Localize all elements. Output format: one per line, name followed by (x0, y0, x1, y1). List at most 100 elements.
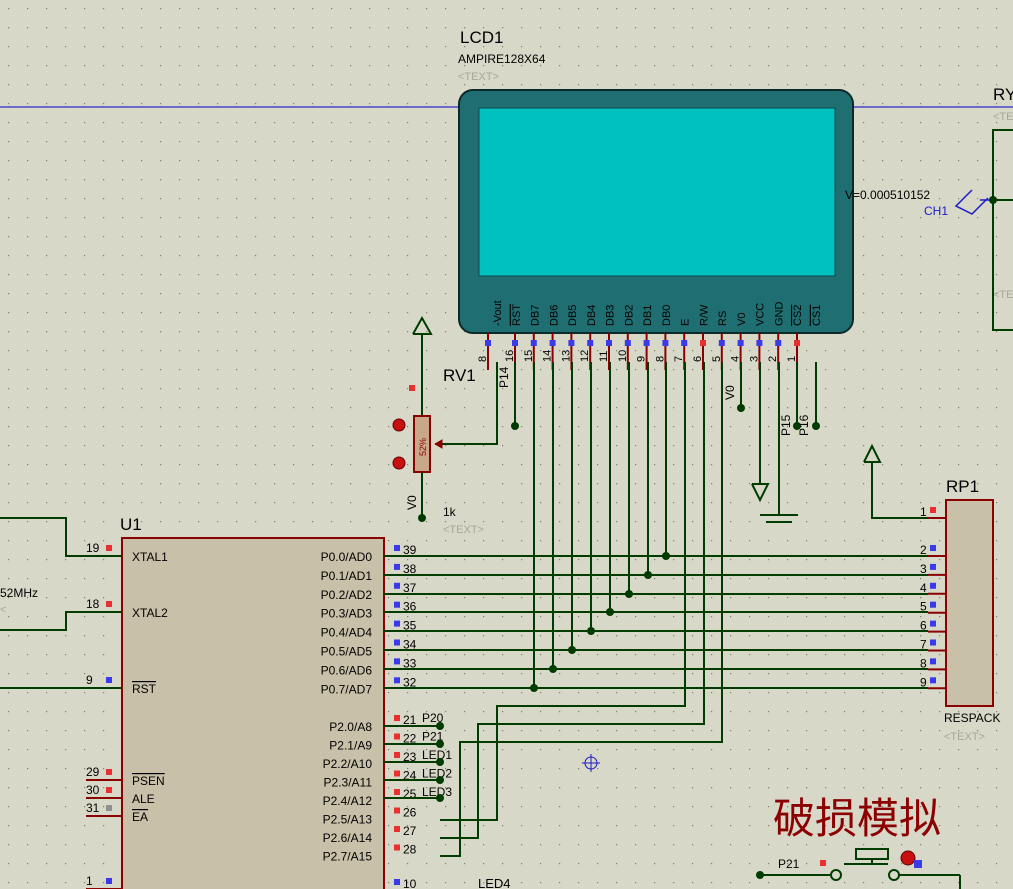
lcd-pin-name-9: DB0 (661, 305, 673, 326)
u1-p2-num-6: 27 (403, 824, 417, 838)
u1-p2-name-6: P2.6/A14 (323, 831, 373, 845)
rp1-pin-num-7: 8 (920, 656, 927, 670)
rp1-pin-num-3: 4 (920, 581, 927, 595)
junctions-lcd (511, 404, 820, 692)
u1-p2-num-1: 22 (403, 732, 417, 746)
lcd-pin-marker-5 (587, 340, 594, 346)
u1-p0-num-7: 32 (403, 675, 417, 689)
wire-p14 (435, 362, 498, 445)
lcd-pin-marker-13 (737, 340, 744, 346)
rv1-pin-top (409, 385, 415, 391)
lcd-pin-marker-9 (662, 340, 669, 346)
u1-p2-name-7: P2.7/A15 (323, 850, 373, 864)
ry-text-placeholder: <TE (993, 111, 1013, 123)
led4-label: LED4 (478, 876, 511, 889)
port2-nets[interactable] (384, 725, 440, 799)
u1-p0-name-0: P0.0/AD0 (321, 550, 373, 564)
rv1-wiper[interactable] (434, 439, 443, 449)
u1-p2-num-7: 28 (403, 843, 417, 857)
lcd-pin-name-11: R/W (698, 304, 710, 326)
damage-simulation-annotation: 破损模拟 (773, 795, 941, 842)
lcd-pin-marker-2 (530, 340, 537, 346)
u1-p2-net-3: LED2 (422, 767, 452, 781)
rp1-text-placeholder: <TEXT> (944, 731, 985, 743)
crystal-frequency: 52MHz (0, 586, 38, 600)
u1-body[interactable] (121, 537, 385, 889)
u1-p0-num-3: 36 (403, 600, 417, 614)
lcd-pin-num-7: 10 (617, 350, 629, 362)
lcd-pin-num-3: 14 (542, 350, 554, 362)
lcd-pin-num-13: 4 (730, 356, 742, 362)
lcd-pin-num-14: 3 (748, 356, 760, 362)
lcd-pin-marker-10 (681, 340, 688, 346)
lcd-pin-name-1: RST (511, 304, 523, 326)
wire-rs (440, 362, 723, 857)
lcd1-screen (478, 107, 836, 277)
lcd-pin-num-15: 2 (767, 356, 779, 362)
rp1-pin-num-4: 5 (920, 600, 927, 614)
lcd-pin-num-6: 11 (598, 351, 610, 362)
u1-p2-name-3: P2.3/A11 (324, 776, 373, 790)
u1-ref: U1 (120, 515, 142, 534)
rv1-indicator-top (392, 418, 406, 432)
u1-p0-num-1: 38 (403, 562, 417, 576)
u1-left-pin-name-4: ALE (132, 792, 155, 806)
lcd-pin-num-12: 5 (711, 356, 723, 362)
lcd-pin-name-16: CS2 (792, 305, 804, 326)
lcd1-part: AMPIRE128X64 (458, 52, 546, 66)
rv1-junction (418, 514, 426, 522)
u1-left-pin-num-4: 30 (86, 783, 100, 797)
rv1-text-placeholder: <TEXT> (443, 524, 484, 536)
crystal-wires[interactable] (0, 517, 122, 689)
push-button-net: P21 (778, 857, 800, 871)
lcd-pin-num-0: 8 (477, 356, 489, 362)
u1-p0-num-6: 33 (403, 656, 417, 670)
lcd-pin-name-3: DB6 (548, 305, 560, 326)
u1-left-pin-name-3: PSEN (132, 774, 165, 788)
rp1-pin-num-2: 3 (920, 562, 927, 576)
rv1-value: 1k (443, 505, 457, 519)
push-button[interactable]: P21 (756, 848, 961, 889)
lcd-pin-name-10: E (680, 319, 692, 326)
u1-p0-num-0: 39 (403, 543, 417, 557)
lcd-pin-num-16: 1 (786, 356, 798, 362)
lcd-pin-name-4: DB5 (567, 305, 579, 326)
crosshair-cursor-icon (582, 754, 600, 772)
crystal-text-placeholder: < (0, 604, 6, 616)
port0-bus-wires[interactable] (384, 555, 928, 689)
rp1-body[interactable] (945, 499, 994, 707)
u1-p2-num-2: 23 (403, 750, 417, 764)
u1-p2-name-5: P2.5/A13 (323, 813, 373, 827)
lcd-pin-marker-4 (568, 340, 575, 346)
u1-left-pin-name-1: XTAL2 (132, 606, 168, 620)
u1-p0-name-3: P0.3/AD3 (321, 607, 373, 621)
lcd-pin-name-7: DB2 (623, 305, 635, 326)
lcd-pin-num-1: 16 (504, 350, 516, 362)
u1-left-pin-num-2: 9 (86, 673, 93, 687)
rv1-percent: 52% (418, 438, 428, 456)
ground-symbol[interactable] (760, 514, 798, 523)
u1-p2-name-1: P2.1/A9 (329, 739, 372, 753)
wire-rw (440, 362, 705, 839)
vcc-terminal-arrow[interactable] (751, 483, 770, 503)
u1-p2-name-2: P2.2/A10 (323, 757, 373, 771)
lcd-pin-name-13: V0 (736, 313, 748, 326)
net-label-p15: P15 (779, 414, 793, 436)
lcd-pin-name-17: CS1 (811, 305, 823, 326)
u1-p2-net-0: P20 (422, 711, 444, 725)
lcd-pin-marker-0 (485, 340, 491, 346)
rv1-component[interactable]: RV1 52% V0 1k <TEXT> (392, 315, 484, 536)
rp1-pin-num-6: 7 (920, 638, 927, 652)
rv1-ref: RV1 (443, 366, 476, 385)
lcd-pin-name-8: DB1 (642, 305, 654, 326)
u1-p2-name-0: P2.0/A8 (329, 720, 372, 734)
lcd-pin-marker-14 (756, 340, 763, 346)
lcd-pin-name-14: VCC (755, 303, 767, 326)
u1-p2-net-4: LED3 (422, 785, 452, 799)
